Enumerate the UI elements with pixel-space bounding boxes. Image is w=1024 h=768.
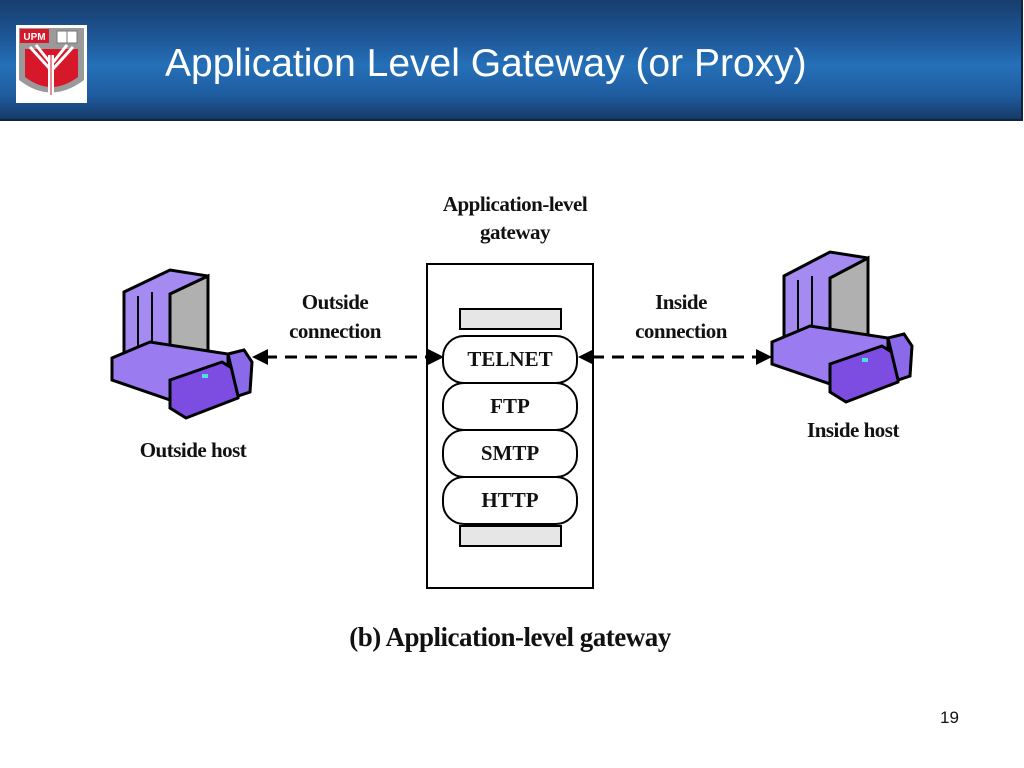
outside-host-computer-icon <box>110 268 254 420</box>
protocol-ftp: FTP <box>442 382 578 431</box>
inside-host-computer-icon <box>770 250 914 404</box>
inside-connection-line2: connection <box>635 319 727 343</box>
slide-title: Application Level Gateway (or Proxy) <box>165 42 807 85</box>
inside-connection-arrow <box>578 349 772 365</box>
protocol-http: HTTP <box>442 476 578 525</box>
gateway-label: Application-level gateway <box>420 190 610 246</box>
inside-host-label: Inside host <box>807 418 899 442</box>
outside-connection-line1: Outside <box>301 290 369 314</box>
inside-connection-label: Inside connection <box>616 288 746 346</box>
outside-connection-arrow <box>252 349 444 365</box>
slide-header: UPM Application Level Gateway (or Proxy) <box>0 0 1023 121</box>
gateway-top-cap <box>459 308 562 330</box>
outside-connection-label: Outside connection <box>270 288 400 346</box>
page-number: 19 <box>940 708 959 727</box>
outside-host-label: Outside host <box>139 438 247 462</box>
logo-text: UPM <box>23 32 45 43</box>
outside-connection-line2: connection <box>289 319 381 343</box>
inside-connection-line1: Inside <box>655 290 707 314</box>
upm-logo: UPM <box>16 25 87 103</box>
gateway-bottom-cap <box>459 525 562 547</box>
diagram-caption: (b) Application-level gateway <box>349 622 671 652</box>
upm-shield-icon: UPM <box>19 28 84 95</box>
gateway-label-line2: gateway <box>480 220 550 244</box>
gateway-label-line1: Application-level <box>442 192 588 216</box>
gateway-box <box>426 263 594 589</box>
